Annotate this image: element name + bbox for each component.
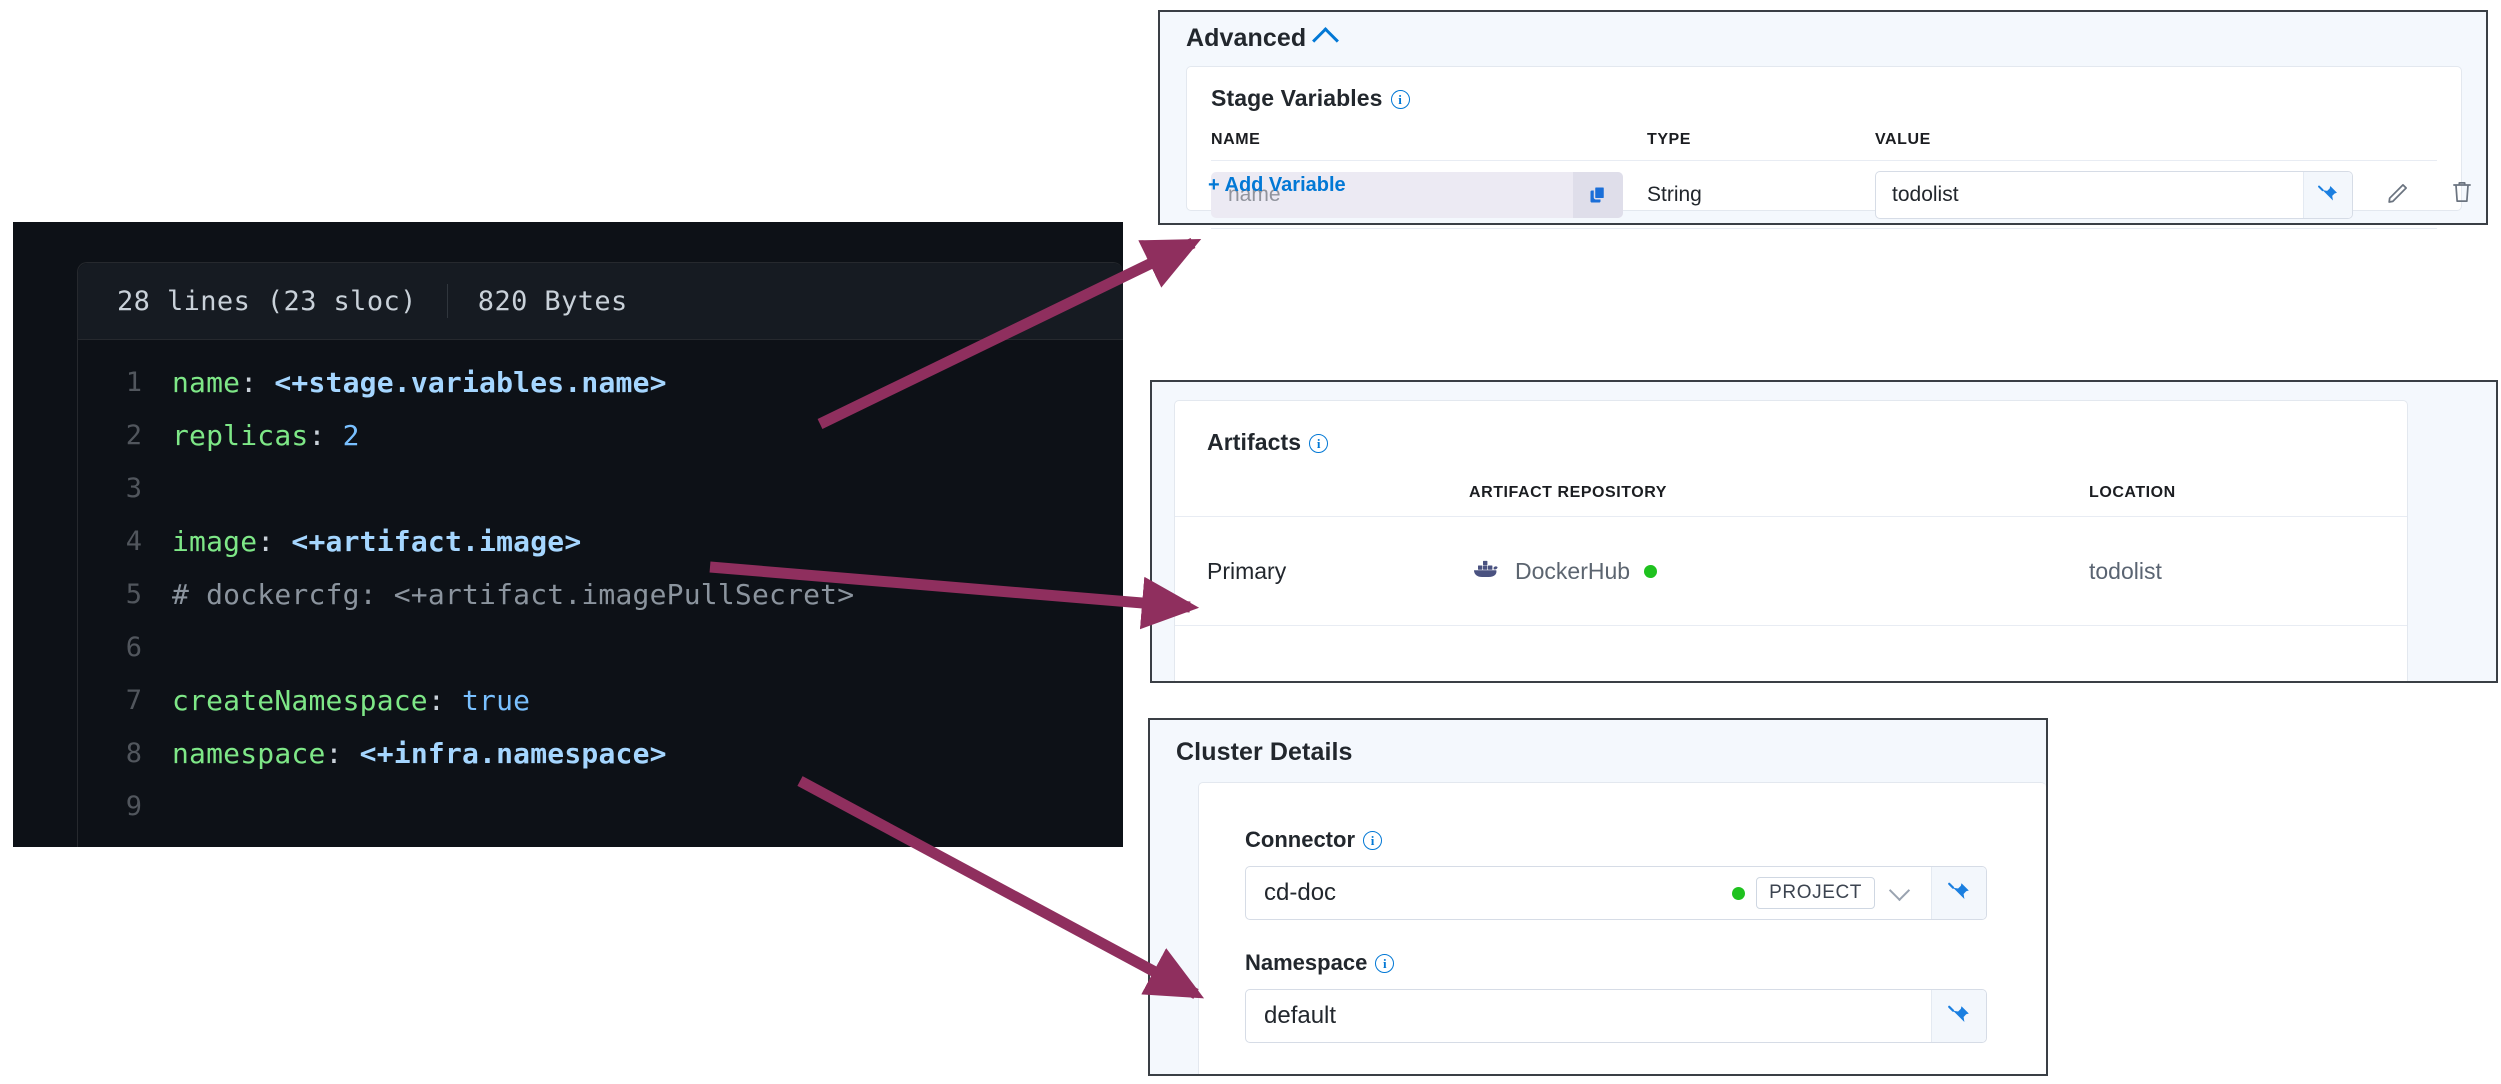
line-content: namespace: <+infra.namespace> [172,737,667,770]
table-divider-bottom [1211,228,2437,229]
artifact-location-cell: todolist [2089,558,2375,585]
connector-input[interactable]: cd-doc PROJECT [1245,866,1987,920]
line-content: image: <+artifact.image> [172,525,582,558]
table-divider [1211,160,2437,161]
connector-label-row: Connector i [1245,827,2046,853]
trash-icon[interactable] [2449,178,2475,211]
line-content: createNamespace: true [172,684,531,717]
column-header-artifact-repository: ARTIFACT REPOSITORY [1469,484,1668,501]
cluster-details-panel: Cluster Details Connector i cd-doc PROJEC… [1148,718,2048,1076]
code-file-meta: 28 lines (23 sloc) 820 Bytes [78,263,1123,340]
artifact-kind: Primary [1207,557,1287,584]
line-number: 4 [125,526,142,557]
column-header-name: NAME [1211,131,1261,148]
code-viewer: 28 lines (23 sloc) 820 Bytes 1 name: <+st… [13,222,1123,847]
stage-variables-label-row: Stage Variables i [1211,85,2437,112]
code-line-9: 9 [78,780,1123,833]
stage-variable-name-input[interactable]: name [1211,171,1623,218]
code-line-list: 1 name: <+stage.variables.name> 2 replicas:… [78,340,1123,833]
stage-variable-value: todolist [1892,182,1959,206]
code-line-2: 2 replicas: 2 [78,409,1123,462]
code-line-4: 4 image: <+artifact.image> [78,515,1123,568]
connected-dot-icon [1732,886,1746,900]
stage-variable-row: name String todolist [1211,161,2471,228]
code-line-3: 3 [78,462,1123,515]
namespace-value: default [1264,1002,1337,1029]
pencil-icon[interactable] [2385,178,2413,211]
stage-variable-name-cell: name [1211,171,1647,218]
meta-divider [446,284,448,318]
stage-variable-value-cell: todolist [1875,170,2475,219]
artifact-kind-cell: Primary [1207,558,1469,585]
chevron-up-icon[interactable] [1312,27,1340,54]
artifacts-label: Artifacts [1207,429,1302,455]
stage-variable-name-placeholder: name [1228,182,1281,206]
code-line-8: 8 namespace: <+infra.namespace> [78,727,1123,780]
line-number: 1 [125,367,142,398]
code-line-5: 5 # dockercfg: <+artifact.imagePullSecret… [78,568,1123,621]
column-header-kind [1207,484,1469,502]
line-content: name: <+stage.variables.name> [172,366,667,399]
connector-field-block: Connector i cd-doc PROJECT [1245,827,2046,920]
column-header-type: TYPE [1647,131,1691,148]
pin-icon[interactable] [1931,990,1986,1042]
artifacts-column-headers: ARTIFACT REPOSITORY LOCATION [1175,484,2407,516]
info-icon[interactable]: i [1390,90,1410,109]
line-number: 5 [125,579,142,610]
connector-scope-badge: PROJECT [1756,877,1875,909]
column-header-value: VALUE [1875,131,1931,148]
column-header-location: LOCATION [2089,484,2176,501]
copy-icon[interactable] [1573,171,1623,218]
code-line-1: 1 name: <+stage.variables.name> [78,356,1123,409]
line-content: # dockercfg: <+artifact.imagePullSecret> [172,578,855,611]
code-line-6: 6 [78,621,1123,674]
line-number: 6 [125,632,142,663]
info-icon[interactable]: i [1363,831,1382,850]
artifacts-label-row: Artifacts i [1207,429,2407,456]
line-number: 8 [125,738,142,769]
namespace-label-row: Namespace i [1245,950,2046,976]
pin-icon[interactable] [2303,171,2352,218]
line-number: 9 [125,791,142,822]
stage-variable-type-cell: String [1647,183,1875,207]
artifact-repository-cell: DockerHub [1469,556,2089,586]
connected-dot-icon [1644,564,1658,578]
add-variable-button[interactable]: + Add Variable [1208,174,1346,196]
stage-variables-column-headers: NAME TYPE VALUE [1211,131,2437,160]
artifact-location: todolist [2089,557,2162,584]
stage-variable-row-actions [2385,178,2475,211]
advanced-title: Advanced [1186,24,1307,52]
chevron-down-icon[interactable] [1888,879,1911,902]
line-number: 3 [125,473,142,504]
line-content: replicas: 2 [172,419,360,452]
code-lines-count: 28 lines (23 sloc) [117,285,417,317]
connector-scope-chip: PROJECT [1732,867,1931,919]
code-line-7: 7 createNamespace: true [78,674,1123,727]
docker-icon [1469,556,1501,586]
line-number: 2 [125,420,142,451]
code-file-panel: 28 lines (23 sloc) 820 Bytes 1 name: <+st… [77,262,1123,847]
cluster-namespace-field[interactable]: default [1245,989,1987,1043]
stage-variable-type: String [1647,182,1702,206]
namespace-label: Namespace [1245,950,1368,975]
advanced-panel: Advanced Stage Variables i NAME TYPE VALU… [1158,10,2488,229]
artifact-repository-name: DockerHub [1515,557,1631,584]
stage-variables-card: Stage Variables i NAME TYPE VALUE name [1186,66,2471,229]
info-icon[interactable]: i [1375,954,1395,973]
pin-icon[interactable] [1931,867,1986,919]
stage-variables-label: Stage Variables [1211,85,1383,111]
line-number: 7 [125,685,142,716]
connector-label: Connector [1245,827,1355,852]
artifacts-primary-row[interactable]: Primary [1175,516,2407,626]
cluster-details-title: Cluster Details [1176,738,1353,766]
connector-value: cd-doc [1264,879,1337,906]
code-file-size: 820 Bytes [477,285,628,317]
stage-variable-value-input[interactable]: todolist [1875,170,2353,219]
namespace-field-block: Namespace i default [1245,950,2046,1043]
advanced-section-header[interactable]: Advanced [1186,24,1340,54]
info-icon[interactable]: i [1309,434,1329,453]
